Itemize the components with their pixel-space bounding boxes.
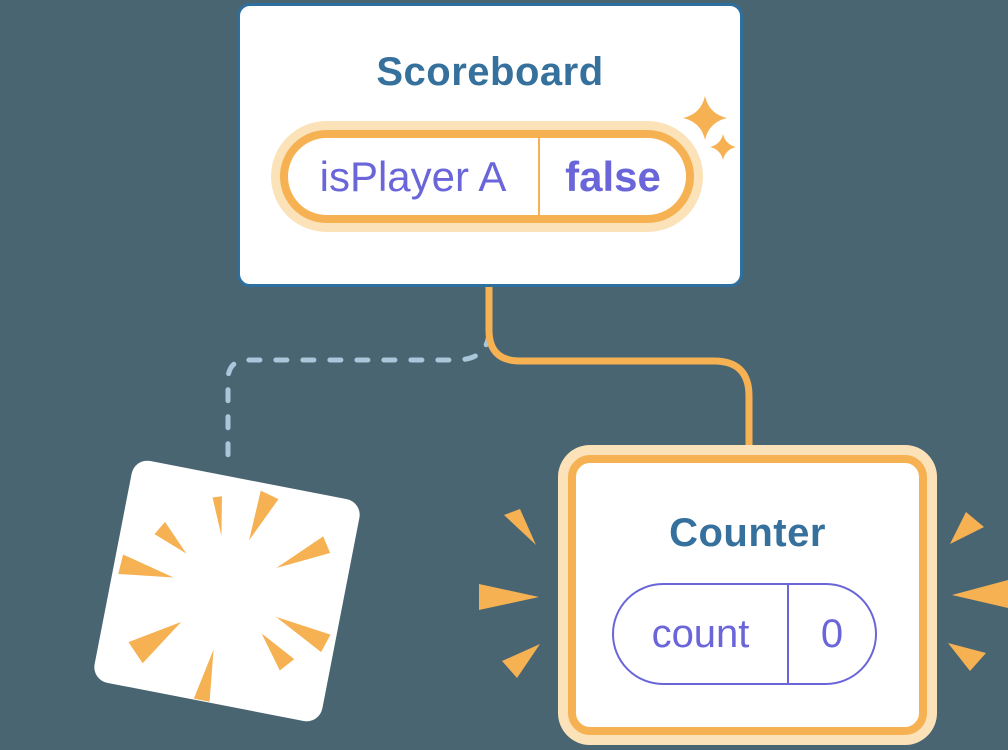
counter-state-pill: count 0	[612, 583, 877, 685]
pill-divider	[538, 138, 540, 215]
burst-right-icon	[948, 512, 1008, 671]
scoreboard-state-pill: isPlayer A false	[280, 130, 694, 223]
explosion-burst-icon	[118, 490, 331, 702]
scoreboard-title: Scoreboard	[376, 50, 604, 94]
state-connector-line	[485, 280, 753, 462]
scoreboard-component-card: Scoreboard isPlayer A false	[237, 3, 743, 287]
pill-divider	[787, 585, 789, 683]
counter-component-card: Counter count 0	[568, 455, 927, 735]
sparkle-icon	[683, 96, 736, 160]
burst-left-icon	[479, 509, 540, 678]
state-value-label: 0	[820, 611, 844, 656]
removed-branch-dashed-connector	[225, 327, 492, 467]
state-name-label: isPlayer A	[319, 152, 507, 200]
counter-title: Counter	[669, 511, 826, 555]
state-value-label: false	[565, 152, 661, 200]
state-name-label: count	[651, 611, 750, 656]
destroyed-component-card	[91, 457, 363, 725]
